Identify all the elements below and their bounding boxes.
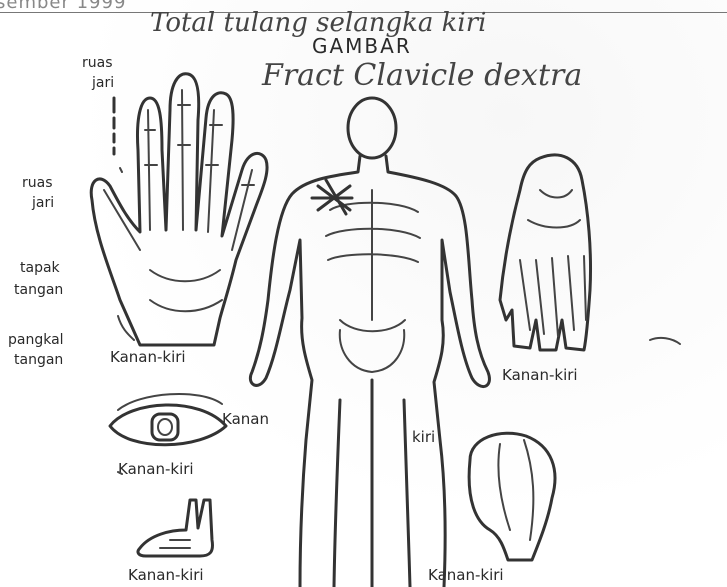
hand-skeleton-drawing bbox=[91, 74, 267, 345]
eye-drawing bbox=[110, 394, 226, 445]
head-drawing bbox=[469, 433, 555, 560]
foot-bottom-drawing bbox=[138, 500, 213, 556]
stray-mark bbox=[650, 338, 680, 344]
foot-top-drawing bbox=[500, 155, 591, 350]
body-skeleton-drawing bbox=[250, 98, 489, 587]
